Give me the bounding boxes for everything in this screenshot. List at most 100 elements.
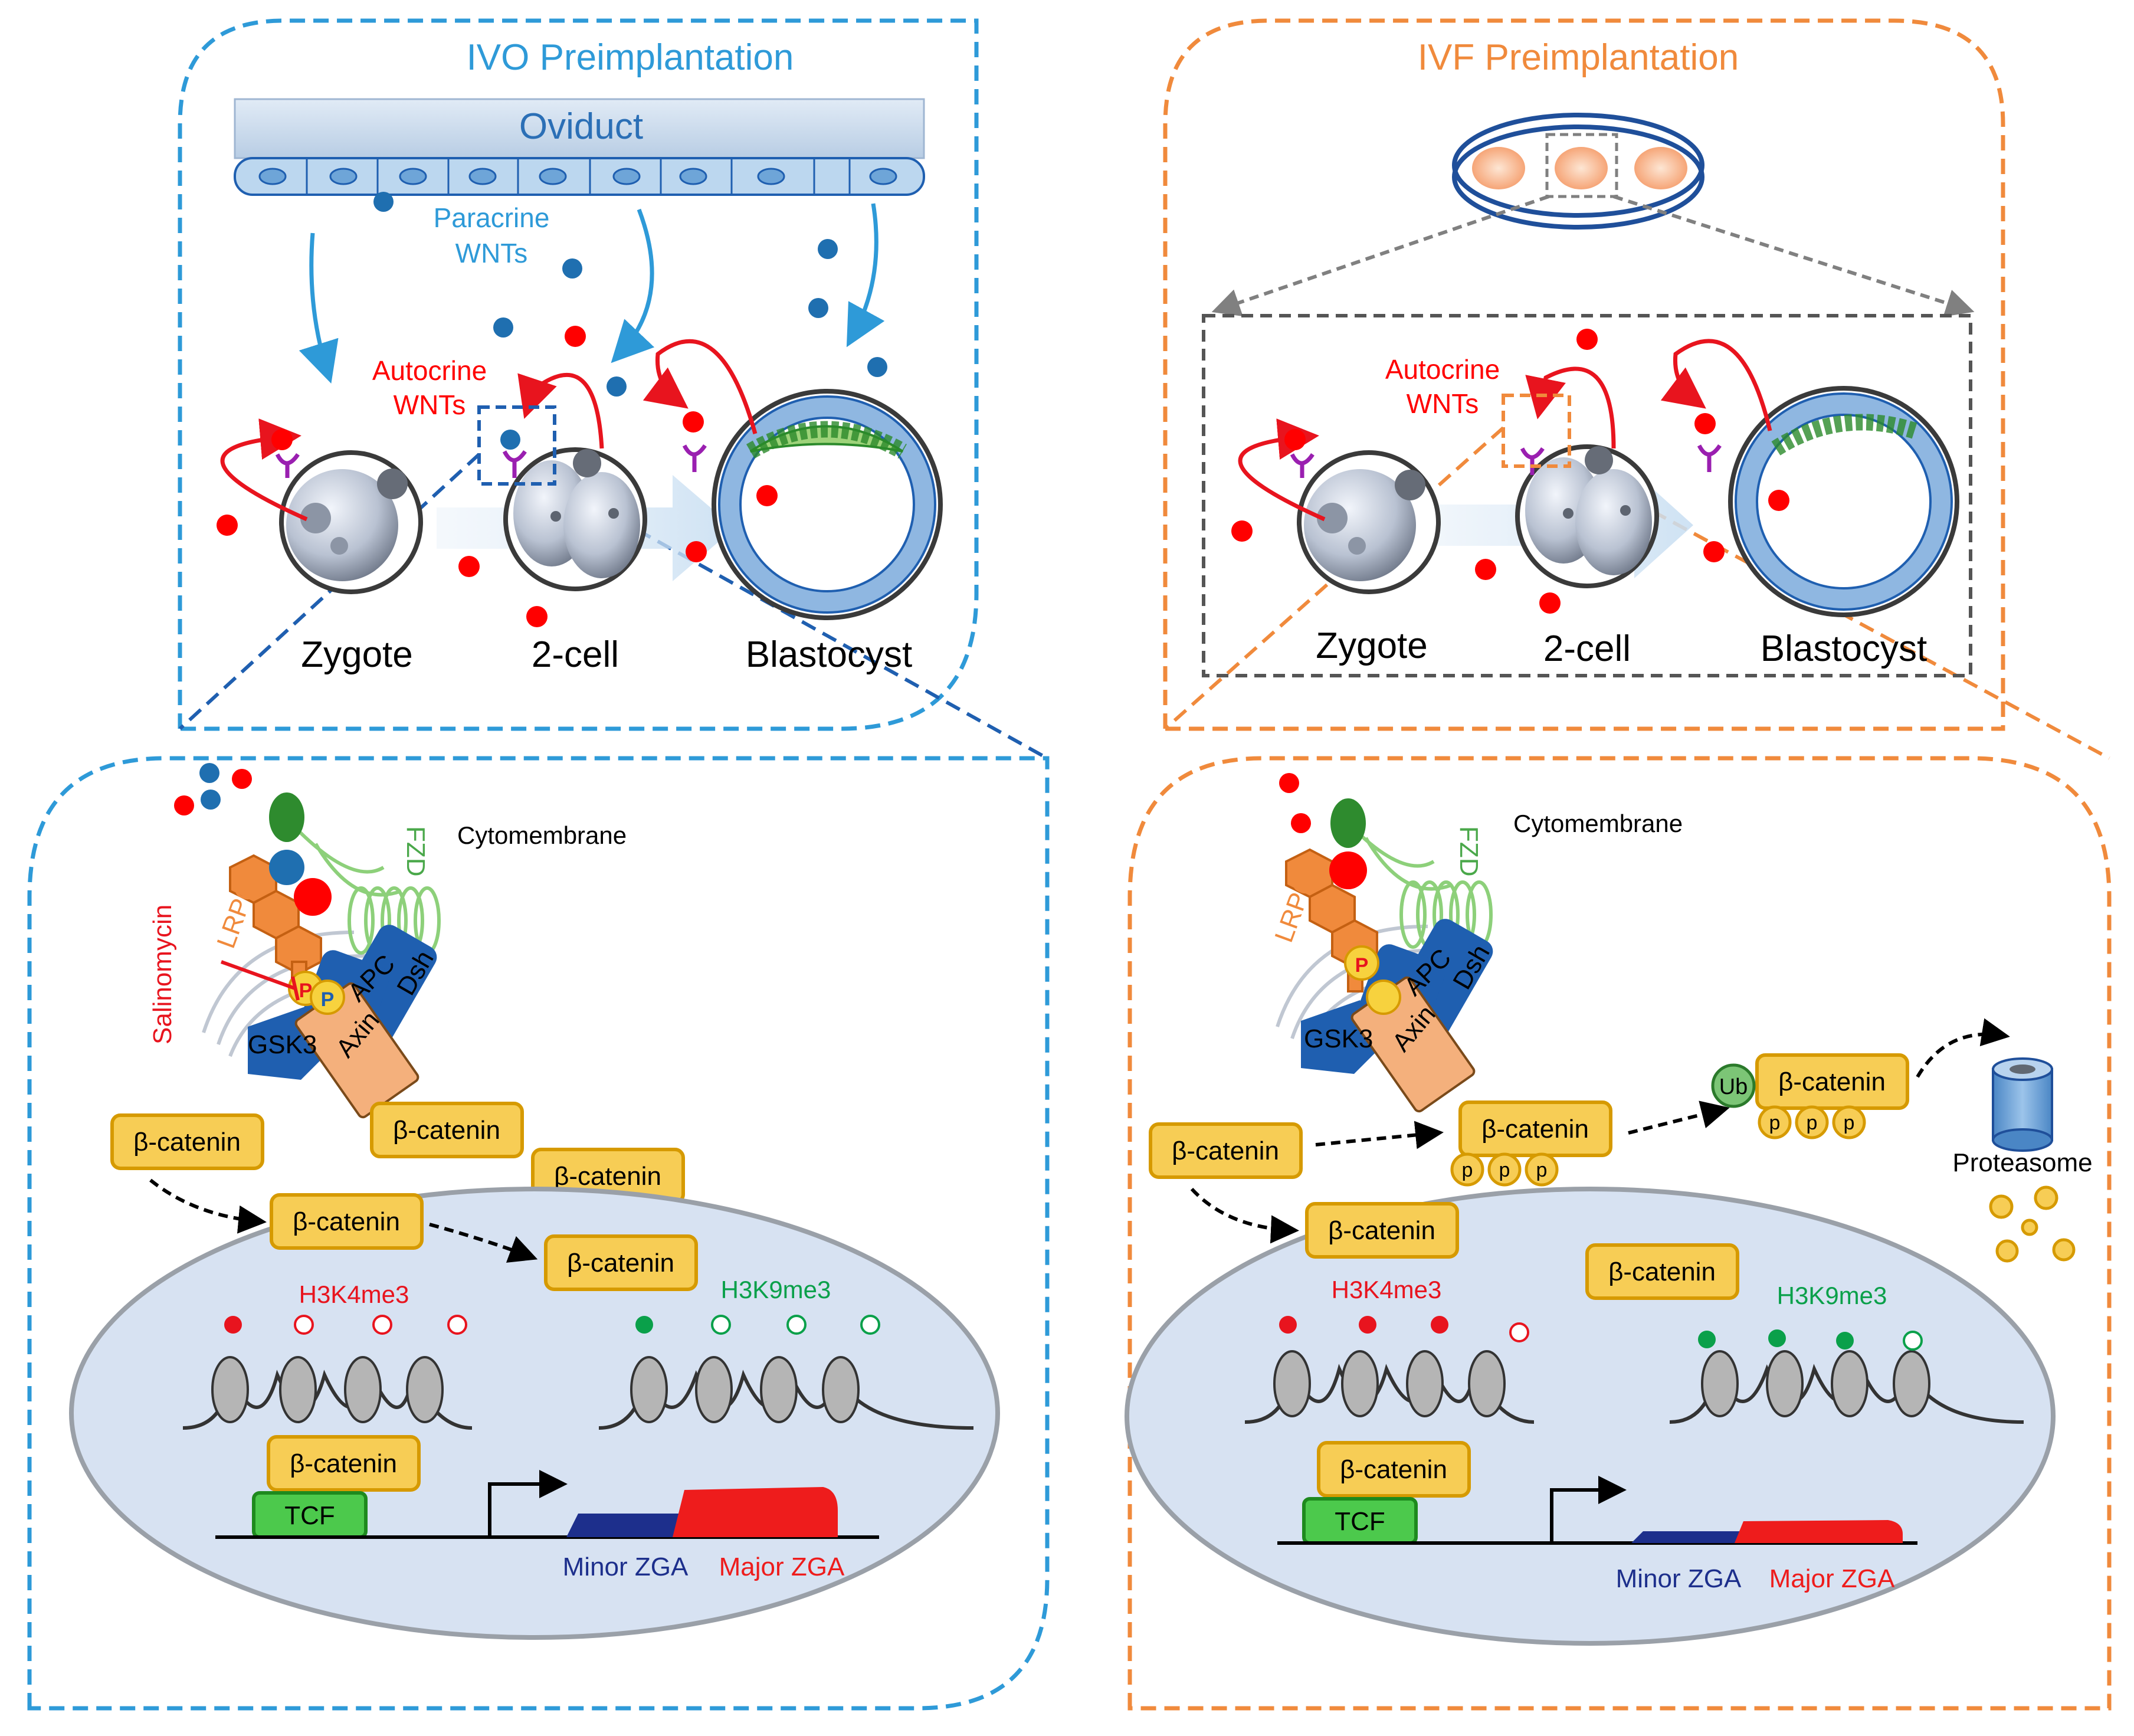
degraded-fragments — [1989, 1185, 2076, 1263]
petri-dish — [1452, 113, 1704, 230]
dish-zoom-arrows — [1211, 195, 1975, 317]
ivo-catenin-boxes: β-catenin β-catenin β-catenin — [110, 1102, 685, 1204]
salinomycin-bar — [291, 976, 300, 1001]
svg-text:p: p — [1462, 1159, 1473, 1181]
ivo-nuclear-catenin: β-catenin β-catenin — [270, 1193, 698, 1291]
svg-text:p: p — [1769, 1112, 1781, 1134]
svg-text:TCF: TCF — [1335, 1507, 1385, 1536]
ivo-top-frame — [178, 18, 979, 731]
svg-text:p: p — [1536, 1159, 1548, 1181]
ivo-wnt-dots-red — [217, 326, 778, 627]
ivo-2cell-label: 2-cell — [532, 634, 619, 675]
ivo-fzd-cap — [269, 792, 304, 842]
ivf-bottom-frame — [1127, 756, 2112, 1711]
ivf-top-frame — [1163, 18, 2005, 731]
ivf-zoom-square — [1502, 394, 1571, 468]
svg-text:β-catenin: β-catenin — [554, 1162, 661, 1191]
ivf-zoom-box — [1202, 314, 1972, 677]
ivo-major-zga: Major ZGA — [719, 1552, 845, 1581]
ivf-red-wnt-on-receptor — [1329, 851, 1367, 889]
ivo-zoom-square — [477, 405, 556, 486]
svg-text:P: P — [1355, 954, 1369, 977]
ivo-panel: IVO Preimplantation Oviduct — [27, 18, 1050, 1711]
ivo-minor-zga: Minor ZGA — [563, 1552, 689, 1581]
ivo-signal-wnts — [174, 763, 252, 815]
ivo-h3k9-chromatin — [598, 1315, 974, 1430]
salinomycin-label: Salinomycin — [148, 905, 177, 1044]
ivf-blastocyst — [1728, 386, 1959, 617]
ivo-two-cell — [503, 447, 647, 591]
ivo-red-wnt-on-receptor — [294, 878, 332, 916]
ivf-h3k9-chromatin — [1669, 1329, 2024, 1424]
ivo-bottom-frame — [27, 756, 1050, 1711]
ivo-autocrine-arrows — [220, 339, 758, 522]
ivf-title: IVF Preimplantation — [1418, 37, 1739, 78]
ivo-gene: β-catenin TCF Minor ZGA Major ZGA — [215, 1435, 879, 1581]
autocrine-label-2: WNTs — [394, 389, 466, 420]
ivf-minor-zga: Minor ZGA — [1616, 1564, 1742, 1593]
svg-text:p: p — [1499, 1159, 1510, 1181]
ivf-h3k4-label: H3K4me3 — [1332, 1276, 1442, 1303]
svg-text:β-catenin: β-catenin — [1172, 1136, 1279, 1165]
autocrine-label-1: Autocrine — [372, 355, 487, 386]
svg-text:P: P — [299, 980, 313, 1002]
ivf-autocrine-label-1: Autocrine — [1385, 354, 1500, 385]
ivo-zygote-label: Zygote — [301, 634, 413, 675]
ivf-h3k4-chromatin — [1244, 1316, 1535, 1424]
ivo-h3k4-chromatin — [182, 1315, 473, 1430]
ivf-gene: β-catenin TCF Minor ZGA Major ZGA — [1277, 1441, 1917, 1593]
svg-text:β-catenin: β-catenin — [1608, 1257, 1716, 1286]
ivf-nuclear-catenin: β-catenin β-catenin — [1305, 1202, 1739, 1300]
ivf-autocrine-label-2: WNTs — [1407, 388, 1479, 419]
salinomycin-inhibitor — [220, 960, 296, 990]
ivf-wnt-dots-red — [1231, 329, 1789, 614]
ivo-h3k4-label: H3K4me3 — [299, 1280, 409, 1308]
ivo-zoom-line-left — [178, 453, 481, 731]
svg-text:β-catenin: β-catenin — [1328, 1216, 1435, 1245]
ivo-receptors — [275, 444, 707, 478]
ivo-gsk3-label: GSK3 — [248, 1030, 317, 1059]
svg-text:β-catenin: β-catenin — [1778, 1067, 1886, 1096]
svg-text:p: p — [1844, 1112, 1855, 1134]
ivf-autocrine-arrows — [1238, 339, 1772, 522]
svg-text:β-catenin: β-catenin — [293, 1207, 400, 1236]
ivf-panel: IVF Preimplantation Autocrine WNTs — [1125, 18, 2112, 1711]
ivf-signal-wnts — [1279, 773, 1311, 833]
svg-text:β-catenin: β-catenin — [133, 1128, 241, 1157]
ivf-zygote-label: Zygote — [1316, 625, 1428, 666]
ivf-major-zga: Major ZGA — [1769, 1564, 1895, 1593]
oviduct-epithelium — [234, 157, 925, 196]
proteasome-icon — [1992, 1057, 2053, 1152]
ivf-fzd-label: FZD — [1454, 826, 1483, 877]
svg-text:β-catenin: β-catenin — [567, 1249, 674, 1278]
ivo-blastocyst — [712, 389, 943, 620]
ivo-title: IVO Preimplantation — [467, 37, 794, 78]
svg-text:β-catenin: β-catenin — [1340, 1455, 1447, 1484]
ivo-h3k9-label: H3K9me3 — [721, 1276, 831, 1303]
paracrine-label-2: WNTs — [455, 238, 528, 268]
paracrine-arrows — [299, 203, 885, 384]
svg-text:β-catenin: β-catenin — [1481, 1115, 1589, 1144]
ivf-zygote — [1297, 450, 1441, 594]
ivo-fzd-label: FZD — [401, 826, 430, 877]
ivo-blastocyst-label: Blastocyst — [746, 634, 913, 675]
ivf-fzd-cap — [1330, 798, 1366, 848]
oviduct-band — [234, 98, 925, 159]
ivo-zygote — [279, 450, 423, 594]
svg-text:p: p — [1807, 1112, 1818, 1134]
paracrine-label-1: Paracrine — [434, 202, 550, 233]
svg-text:P: P — [321, 988, 335, 1011]
ivo-blue-wnt-on-receptor — [269, 850, 304, 885]
proteasome-label: Proteasome — [1952, 1148, 2092, 1177]
svg-text:β-catenin: β-catenin — [290, 1449, 397, 1478]
ivf-cytomembrane-label: Cytomembrane — [1513, 810, 1683, 837]
ivo-nucleus — [69, 1187, 1000, 1640]
ubiquitin-label: Ub — [1719, 1075, 1748, 1099]
oviduct-label: Oviduct — [519, 106, 643, 147]
ivo-wnt-dots-blue — [373, 192, 887, 450]
svg-text:β-catenin: β-catenin — [393, 1116, 500, 1145]
ivf-blastocyst-label: Blastocyst — [1761, 628, 1928, 669]
ivf-two-cell — [1515, 444, 1659, 588]
ivf-phospho-sites: P — [1344, 945, 1401, 1015]
ivo-translocation-arrows — [149, 1178, 538, 1263]
